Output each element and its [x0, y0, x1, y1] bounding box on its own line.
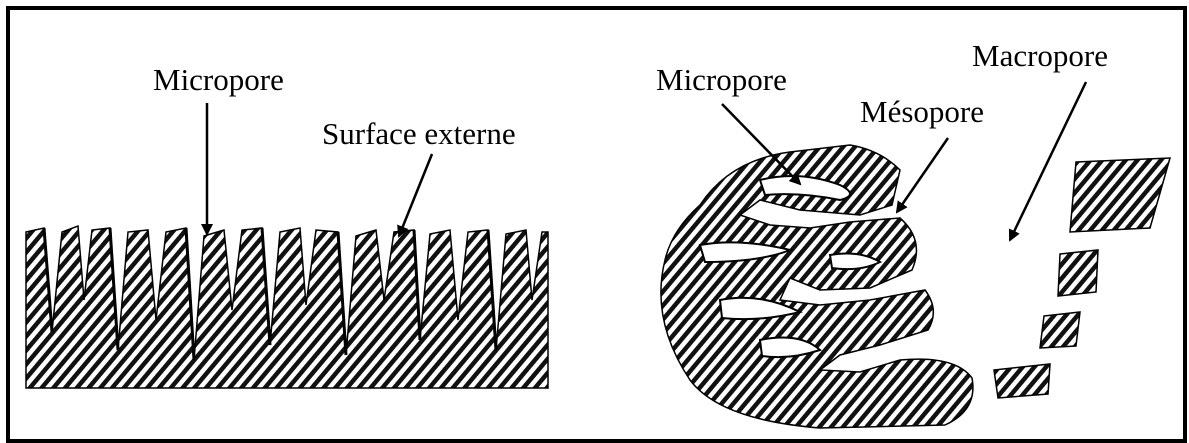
right-porous-particle: [661, 145, 1170, 428]
left-porous-solid: [26, 226, 548, 388]
label-micropore-right: Micropore: [656, 64, 787, 95]
label-mesopore: Mésopore: [860, 96, 984, 127]
arrow-mesopore: [897, 138, 948, 212]
label-surface-externe: Surface externe: [322, 118, 516, 149]
label-micropore-left: Micropore: [153, 64, 284, 95]
label-macropore: Macropore: [972, 40, 1108, 71]
arrow-surface-externe: [399, 154, 432, 236]
